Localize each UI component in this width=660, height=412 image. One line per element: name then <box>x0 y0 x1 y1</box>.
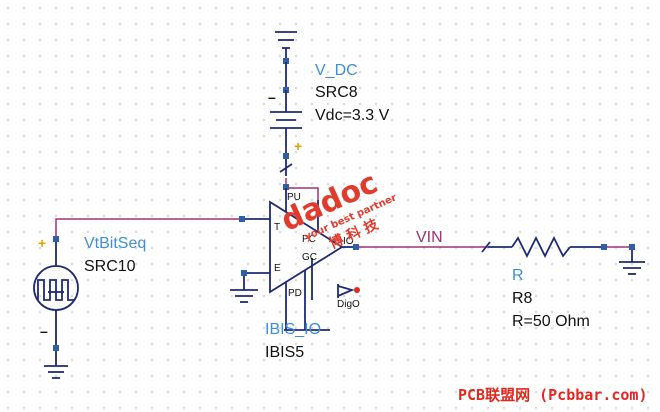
pin-t: T <box>274 222 280 233</box>
resistor-symbol[interactable] <box>481 235 604 259</box>
pin-pd: PD <box>288 288 302 299</box>
bit-source-name: VtBitSeq <box>84 235 146 252</box>
ground-e-pin <box>230 276 258 303</box>
ibis-name: IBIS_IO <box>265 321 321 338</box>
ground-left <box>44 351 68 379</box>
bit-plus-sign: + <box>38 235 46 251</box>
dc-source-name: V_DC <box>315 62 358 79</box>
ibis-instance: IBIS5 <box>265 344 304 361</box>
digo-label: DigO <box>337 299 360 310</box>
net-label-vin: VIN <box>416 229 443 246</box>
ibis-buffer-symbol[interactable] <box>244 188 356 330</box>
wire-src-to-t[interactable] <box>55 218 242 238</box>
dc-minus-sign: – <box>268 89 276 105</box>
dc-source-symbol[interactable] <box>270 31 302 176</box>
pin-io: IO <box>343 236 354 247</box>
resistor-name: R <box>512 267 524 284</box>
resistor-instance: R8 <box>512 290 533 307</box>
pin-pc: PC <box>302 234 316 245</box>
ground-right <box>619 250 645 275</box>
watermark-bottom: PCB联盟网 (Pcbbar.com) <box>458 386 648 404</box>
dc-source-param: Vdc=3.3 V <box>315 107 390 124</box>
wire-dc-to-pu[interactable] <box>285 178 319 200</box>
pin-e: E <box>274 263 281 274</box>
resistor-param: R=50 Ohm <box>512 313 590 330</box>
pin-pu: PU <box>287 192 301 203</box>
watermark-logo: dadoc your best partner 博 科 技 <box>276 165 398 252</box>
dc-plus-sign: + <box>294 138 302 154</box>
bit-source-symbol[interactable] <box>33 242 79 348</box>
bit-source-instance: SRC10 <box>84 258 136 275</box>
bit-minus-sign: – <box>40 323 48 339</box>
pin-gc: GC <box>302 252 317 263</box>
dc-source-instance: SRC8 <box>315 84 358 101</box>
digo-probe[interactable] <box>337 284 360 298</box>
